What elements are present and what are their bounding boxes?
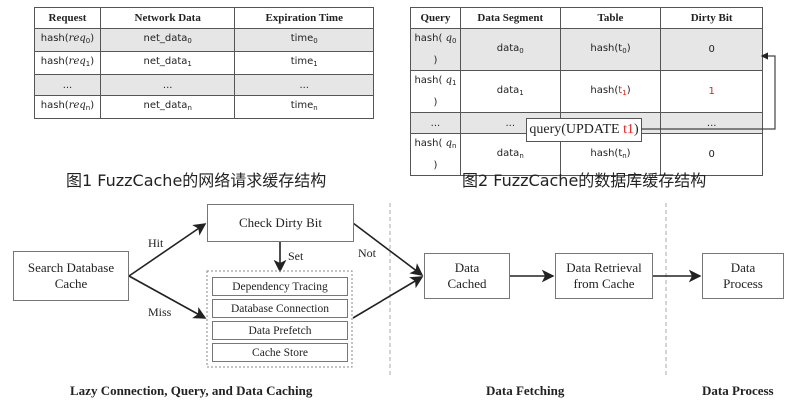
step-data-prefetch: Data Prefetch	[212, 321, 348, 340]
request-cell: hash(req0)	[34, 28, 101, 52]
request-cell: hash(reqn)	[34, 95, 101, 119]
table-cell: hash(t0)	[559, 28, 662, 71]
figure1-caption: 图1 FuzzCache的网络请求缓存结构	[66, 171, 327, 190]
header-query: Query	[410, 7, 461, 29]
dirty-bit-cell: 0	[660, 28, 763, 71]
data-process-box: Data Process	[702, 253, 784, 299]
not-label: Not	[358, 246, 376, 260]
query-cell: hash( q1 )	[410, 70, 461, 113]
miss-arrow	[128, 275, 207, 319]
hit-arrow	[128, 223, 207, 277]
table-row-ellipsis: ... ... ...	[34, 74, 374, 96]
expiration-time-cell: time1	[234, 51, 374, 75]
hit-label: Hit	[148, 236, 164, 250]
set-label: Set	[288, 249, 304, 263]
network-request-cache-table: Request Network Data Expiration Time has…	[34, 7, 374, 119]
table-header-row: Request Network Data Expiration Time	[34, 7, 374, 29]
header-network-data: Network Data	[99, 7, 236, 29]
header-expiration-time: Expiration Time	[234, 7, 374, 29]
header-table: Table	[559, 7, 662, 29]
network-data-cell: net_data1	[99, 51, 236, 75]
section-lazy-connection: Lazy Connection, Query, and Data Caching	[70, 383, 313, 398]
dirty-bit-cell: 0	[660, 133, 763, 176]
miss-steps-container	[206, 270, 353, 368]
step-dependency-tracing: Dependency Tracing	[212, 277, 348, 296]
query-cell: hash( q0 )	[410, 28, 461, 71]
figure2-caption: 图2 FuzzCache的数据库缓存结构	[462, 171, 707, 190]
table-row: hash(req1) net_data1 time1	[34, 51, 374, 75]
expiration-time-cell: timen	[234, 95, 374, 119]
step-cache-store: Cache Store	[212, 343, 348, 362]
check-dirty-bit-box: Check Dirty Bit	[207, 204, 354, 242]
ellipsis-cell: ...	[99, 74, 236, 96]
stored-arrow	[352, 276, 424, 319]
search-database-cache-box: Search Database Cache	[13, 251, 129, 301]
query-cell: hash( qn )	[410, 133, 461, 176]
update-feedback-arrow	[641, 52, 776, 130]
table-cell: hash(t1)	[559, 70, 662, 113]
step-database-connection: Database Connection	[212, 299, 348, 318]
data-segment-cell: data1	[459, 70, 561, 113]
ellipsis-cell: ...	[234, 74, 374, 96]
request-cell: hash(req1)	[34, 51, 101, 75]
data-cached-box: Data Cached	[424, 253, 510, 299]
ellipsis-cell: ...	[410, 112, 461, 134]
expiration-time-cell: time0	[234, 28, 374, 52]
ellipsis-cell: ...	[34, 74, 101, 96]
update-query-box: query(UPDATE t1)	[526, 118, 642, 142]
miss-label: Miss	[148, 305, 172, 319]
data-retrieval-box: Data Retrieval from Cache	[555, 253, 653, 299]
section-data-fetching: Data Fetching	[486, 383, 565, 398]
not-arrow	[352, 222, 424, 276]
header-dirty-bit: Dirty Bit	[660, 7, 763, 29]
table-row: hash(reqn) net_datan timen	[34, 95, 374, 119]
section-data-process: Data Process	[702, 383, 774, 398]
header-request: Request	[34, 7, 101, 29]
network-data-cell: net_datan	[99, 95, 236, 119]
table-row: hash( q0 ) data0 hash(t0) 0	[410, 28, 763, 71]
